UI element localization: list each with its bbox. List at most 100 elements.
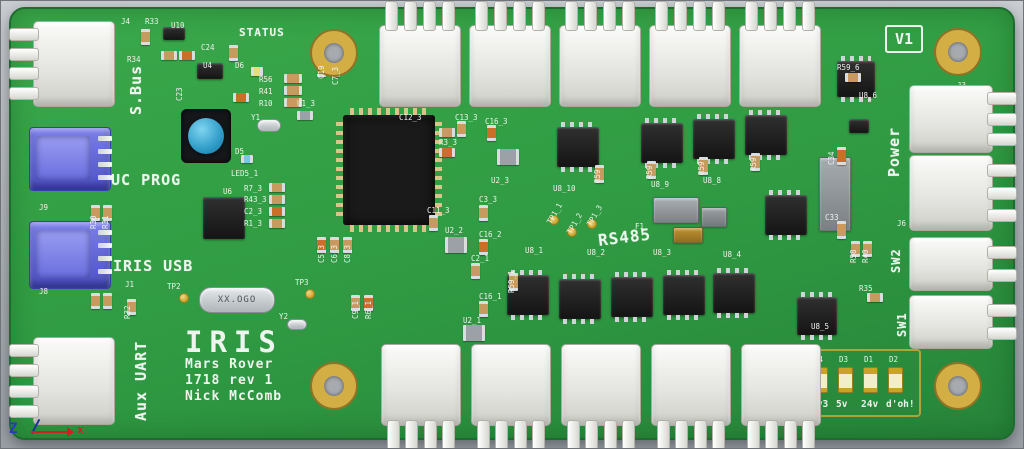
component-block [673, 227, 703, 243]
designator-label: U8_3 [653, 248, 672, 257]
mcu-pins [435, 122, 442, 218]
connector-pin [987, 164, 1017, 178]
designator-label: R3_3 [439, 138, 458, 147]
soic-chip [797, 292, 837, 340]
led-ref-label: D1 [864, 355, 874, 364]
designator-label: R59 [749, 157, 758, 171]
connector-pin [566, 420, 580, 448]
soic-pins [717, 313, 751, 318]
soic-pins [841, 97, 871, 102]
soic-pins [511, 315, 545, 320]
passive-component [647, 161, 656, 179]
designator-label: R32 [123, 305, 132, 319]
soic-pins [801, 292, 833, 297]
usb-connector-pin [98, 175, 112, 180]
designator-label: R1_3 [244, 219, 263, 228]
connector-pin [494, 1, 507, 31]
test-point [305, 289, 315, 299]
connector-body [909, 85, 993, 153]
connector-pin [783, 1, 796, 31]
board-author: Nick McComb [185, 389, 283, 404]
connector-pin [693, 420, 707, 448]
connector-pin [764, 1, 777, 31]
designator-label: F1 [635, 222, 645, 231]
designator-label: C12_3 [399, 113, 422, 122]
connector-pin [385, 1, 398, 31]
passive-component [429, 215, 438, 231]
test-point [179, 293, 189, 303]
connector-pin [802, 1, 815, 31]
soic-pins [841, 56, 871, 61]
connector-pin [423, 420, 437, 448]
led-name-label: 5v [836, 399, 848, 410]
designator-label: C23 [175, 87, 184, 101]
silkscreen-label: IRIS USB [113, 257, 194, 275]
soic-chip [745, 110, 787, 160]
designator-label: U4 [203, 61, 213, 70]
crystal-oscillator [257, 119, 281, 132]
designator-label: D5 [235, 147, 245, 156]
connector-pin [476, 420, 490, 448]
designator-label: C7_3 [331, 66, 340, 85]
designator-label: U2_3 [491, 176, 510, 185]
connector-pin [565, 1, 578, 31]
silkscreen-label: SW2 [889, 248, 903, 273]
soic-chip [663, 270, 705, 320]
soic-pins [667, 270, 701, 275]
soic-pins [615, 317, 649, 322]
passive-component [837, 147, 846, 165]
passive-component [343, 237, 352, 253]
connector-body [909, 237, 993, 291]
designator-label: R59_6 [837, 63, 860, 72]
usb-connector-pin [98, 230, 112, 235]
status-led [863, 367, 878, 393]
passive-component [351, 295, 360, 311]
designator-label: U8_9 [651, 180, 670, 189]
designator-label: U6 [223, 187, 233, 196]
passive-component [751, 153, 760, 171]
designator-label: C24 [201, 43, 215, 52]
silkscreen-label: STATUS [239, 26, 285, 39]
connector-pin [802, 420, 816, 448]
designator-label: C5_3 [317, 244, 326, 263]
connector-pin [675, 420, 689, 448]
aux-uart-connector [9, 337, 115, 425]
soic-chip [713, 268, 755, 318]
designator-label: U2_2 [445, 226, 464, 235]
designator-label: C34 [827, 151, 836, 165]
passive-component [595, 165, 604, 183]
designator-label: R43_3 [244, 195, 267, 204]
component-block [819, 157, 851, 231]
connector-pin [9, 87, 39, 101]
soic-chip [693, 114, 735, 164]
passive-component [233, 93, 249, 102]
connector-pin [513, 1, 526, 31]
small-ic [203, 197, 245, 239]
passive-component [845, 73, 861, 82]
designator-label: C16_1 [479, 292, 502, 301]
connector-body [471, 344, 551, 426]
soic-chip [559, 274, 601, 324]
connector-pin [674, 1, 687, 31]
top-connector-4 [649, 1, 731, 107]
designator-label: U8_1 [525, 246, 544, 255]
prog-button[interactable] [188, 118, 224, 154]
connector-pin [622, 420, 636, 448]
passive-component [445, 237, 467, 253]
connector-pin [9, 364, 39, 378]
usb-connector-J8 [29, 221, 112, 289]
soic-pins [645, 163, 679, 168]
connector-pin [386, 420, 400, 448]
mcu-pins [336, 122, 343, 218]
connector-pin [987, 304, 1017, 318]
silkscreen-label: UC PROG [111, 171, 182, 189]
passive-component [509, 273, 518, 291]
connector-pin [656, 420, 670, 448]
connector-pin [987, 132, 1017, 146]
passive-component [863, 241, 872, 257]
designator-label: J4 [121, 17, 131, 26]
connector-pin [745, 1, 758, 31]
bottom-connector-4 [651, 344, 731, 448]
designator-label: U8_2 [587, 248, 606, 257]
